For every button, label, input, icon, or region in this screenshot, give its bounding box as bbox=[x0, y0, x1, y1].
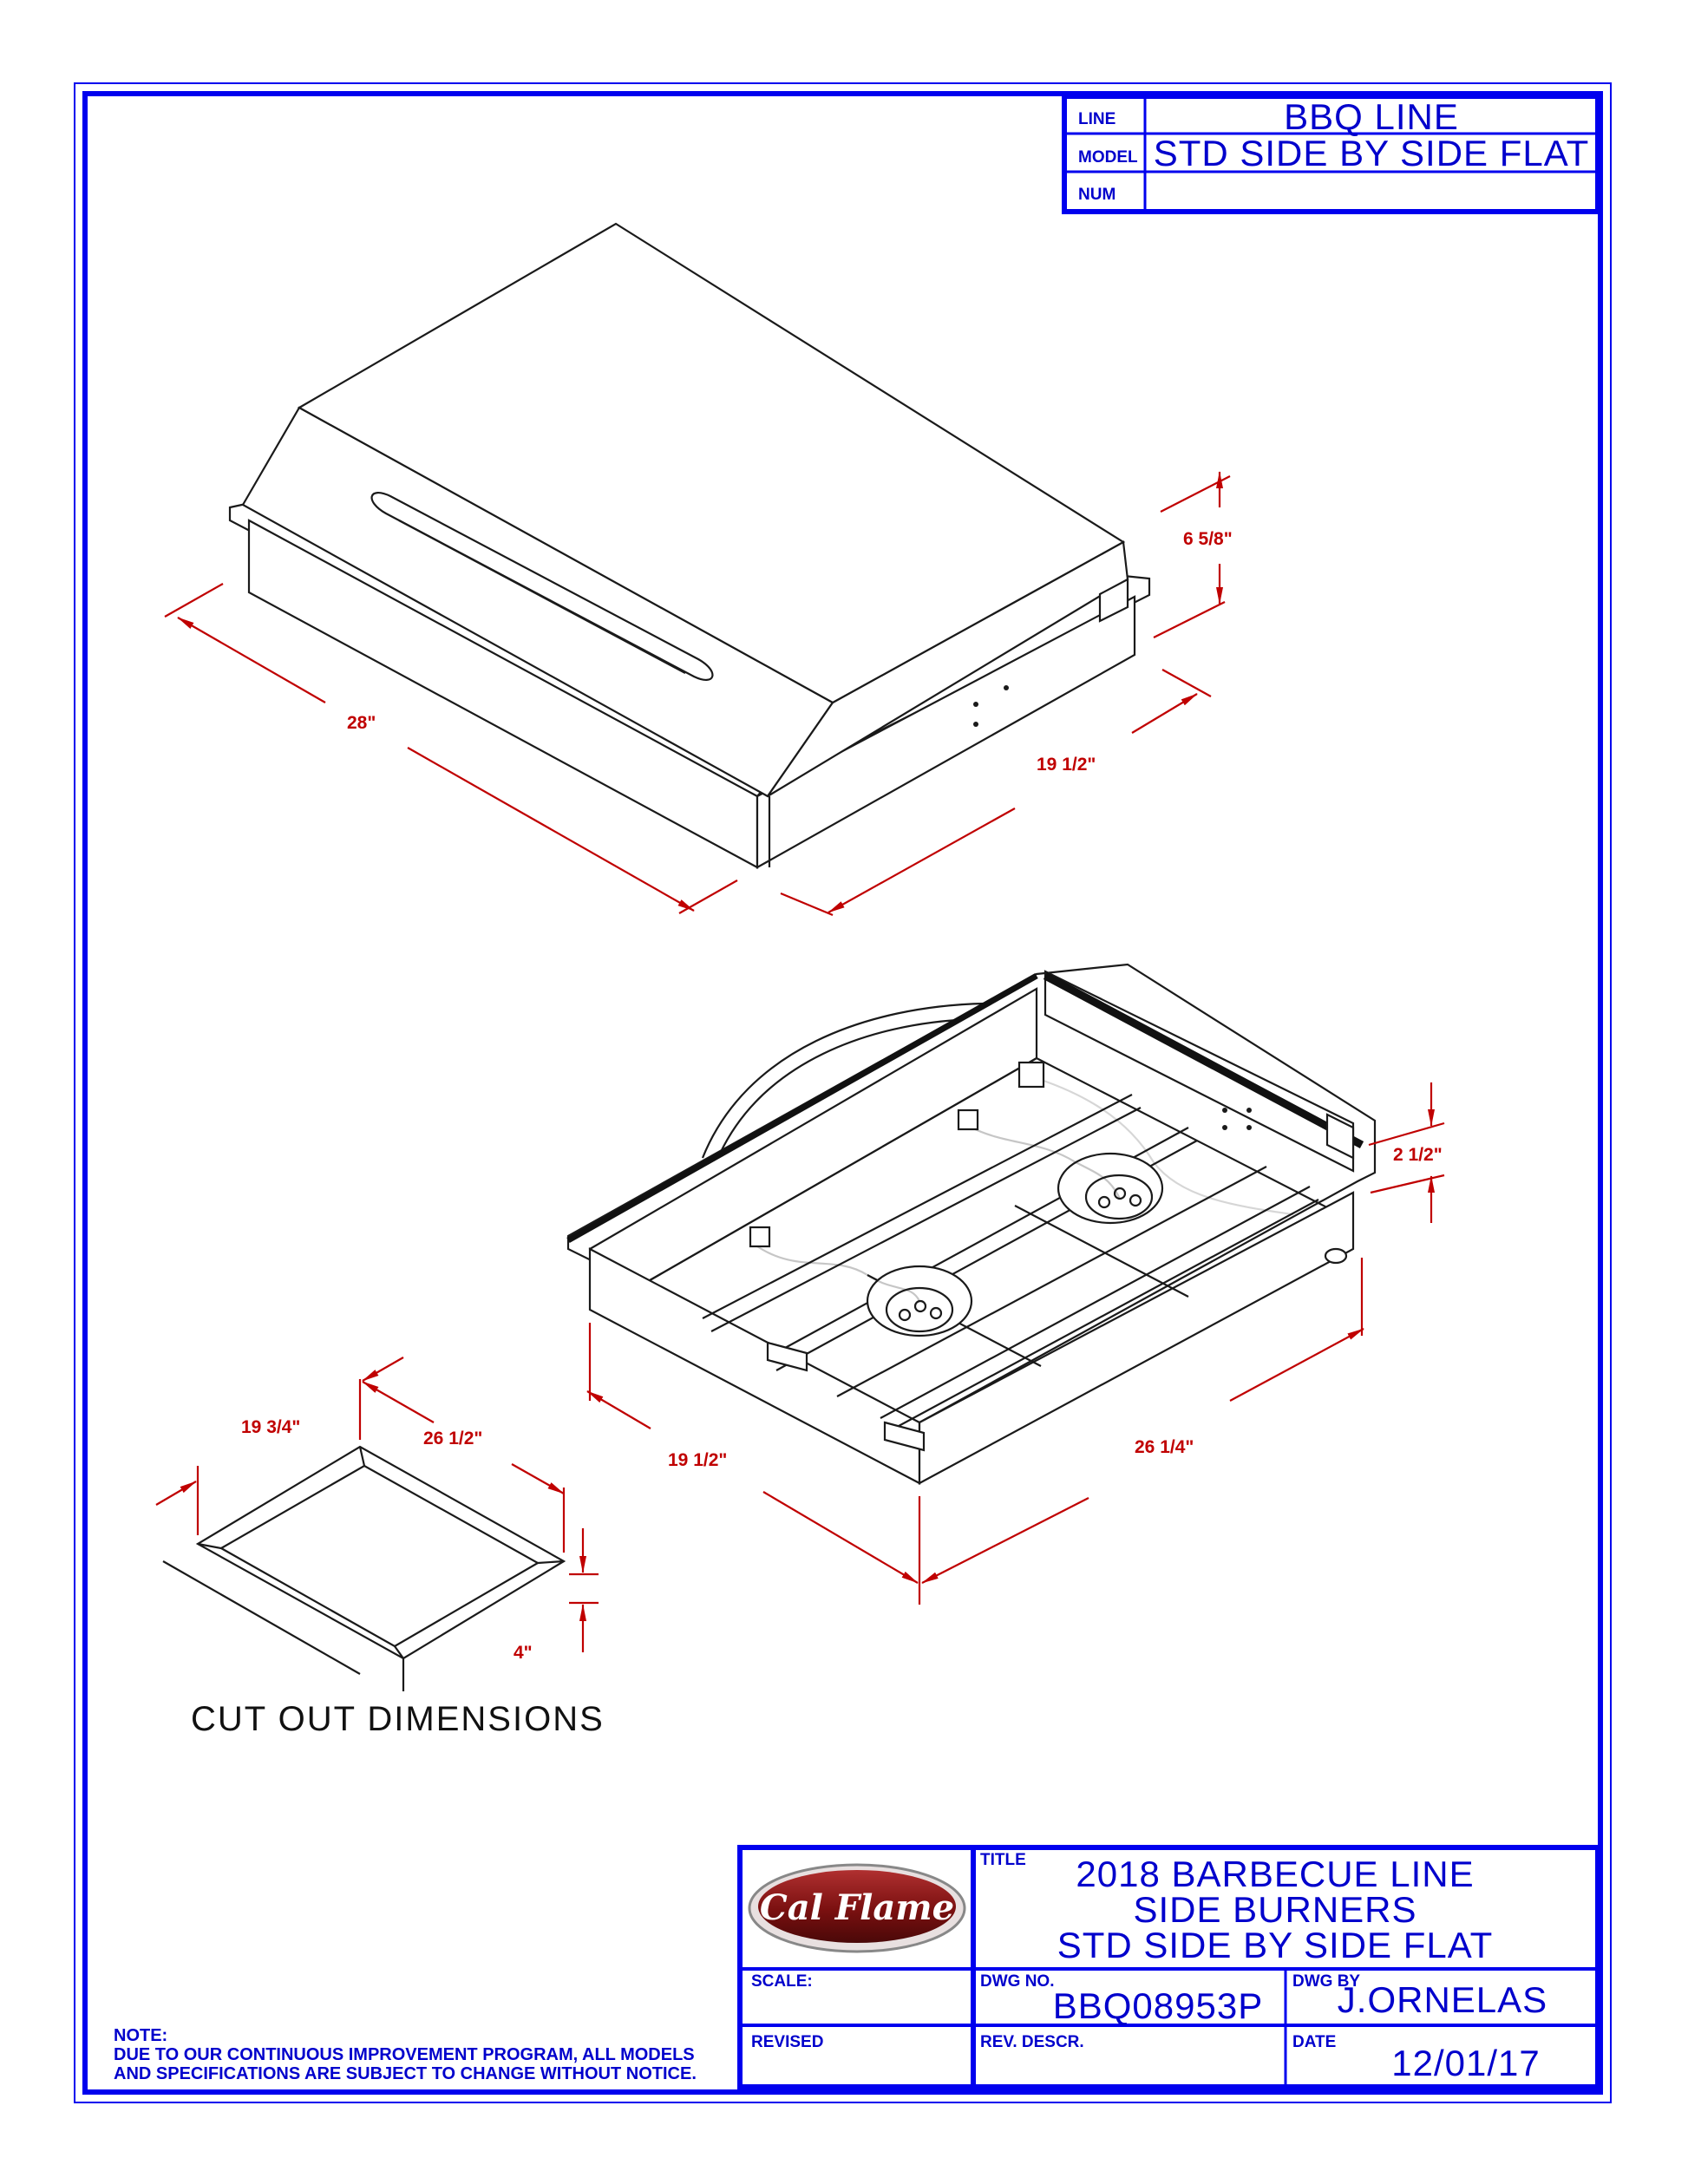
title-label: TITLE bbox=[980, 1851, 1026, 1869]
closed-dimensions: 28" 19 1/2" 6 5/8" bbox=[164, 471, 1233, 917]
dim-open-depth: 19 1/2" bbox=[668, 1450, 727, 1470]
revised-label: REVISED bbox=[751, 2033, 823, 2051]
title-line-2: SIDE BURNERS bbox=[1133, 1889, 1416, 1930]
title-line-3: STD SIDE BY SIDE FLAT bbox=[1057, 1925, 1494, 1965]
top-title-block: LINE BBQ LINE MODEL STD SIDE BY SIDE FLA… bbox=[1062, 94, 1600, 214]
dim-closed-width: 28" bbox=[347, 713, 376, 733]
cutout-dimensions: 19 3/4" 26 1/2" 4" bbox=[155, 1357, 599, 1663]
rev-descr-label: REV. DESCR. bbox=[980, 2033, 1084, 2051]
dim-closed-depth: 19 1/2" bbox=[1037, 755, 1096, 775]
dim-cutout-width: 26 1/2" bbox=[423, 1429, 482, 1448]
line-value: BBQ LINE bbox=[1284, 96, 1459, 137]
num-label: NUM bbox=[1078, 186, 1116, 204]
dim-cutout-height: 4" bbox=[514, 1643, 533, 1663]
dim-open-width: 26 1/4" bbox=[1135, 1437, 1194, 1457]
scale-label: SCALE: bbox=[751, 1972, 813, 1991]
line-label: LINE bbox=[1078, 110, 1116, 128]
model-value: STD SIDE BY SIDE FLAT bbox=[1154, 133, 1590, 173]
title-line-1: 2018 BARBECUE LINE bbox=[1076, 1854, 1474, 1894]
open-side-burner-drawing bbox=[566, 963, 1377, 1485]
note-line-1: DUE TO OUR CONTINUOUS IMPROVEMENT PROGRA… bbox=[114, 2045, 695, 2064]
date-label: DATE bbox=[1292, 2033, 1336, 2051]
dwg-no-value: BBQ08953P bbox=[1053, 1985, 1264, 2026]
dwg-no-label: DWG NO. bbox=[980, 1972, 1055, 1991]
dwg-by-value: J.ORNELAS bbox=[1338, 1979, 1547, 2020]
closed-side-burner-drawing bbox=[228, 222, 1151, 869]
note-block: NOTE: DUE TO OUR CONTINUOUS IMPROVEMENT … bbox=[114, 2026, 697, 2083]
open-dimensions: 19 1/2" 26 1/4" 2 1/2" bbox=[586, 1082, 1445, 1605]
model-label: MODEL bbox=[1078, 148, 1138, 167]
dim-closed-height: 6 5/8" bbox=[1183, 529, 1233, 549]
cutout-drawing: CUT OUT DIMENSIONS bbox=[162, 1445, 605, 1738]
dim-cutout-depth: 19 3/4" bbox=[241, 1417, 300, 1437]
cal-flame-logo: Cal Flame bbox=[748, 1863, 966, 1953]
note-line-2: AND SPECIFICATIONS ARE SUBJECT TO CHANGE… bbox=[114, 2064, 697, 2083]
date-value: 12/01/17 bbox=[1391, 2043, 1541, 2083]
note-heading: NOTE: bbox=[114, 2026, 167, 2045]
cutout-caption: CUT OUT DIMENSIONS bbox=[191, 1700, 605, 1738]
bottom-title-block: Cal Flame TITLE 2018 BARBECUE LINE SIDE … bbox=[737, 1845, 1600, 2089]
sheet-border bbox=[74, 82, 1612, 2103]
logo-text: Cal Flame bbox=[760, 1887, 954, 1928]
dim-open-height: 2 1/2" bbox=[1393, 1145, 1443, 1165]
dwg-by-label: DWG BY bbox=[1292, 1972, 1360, 1991]
